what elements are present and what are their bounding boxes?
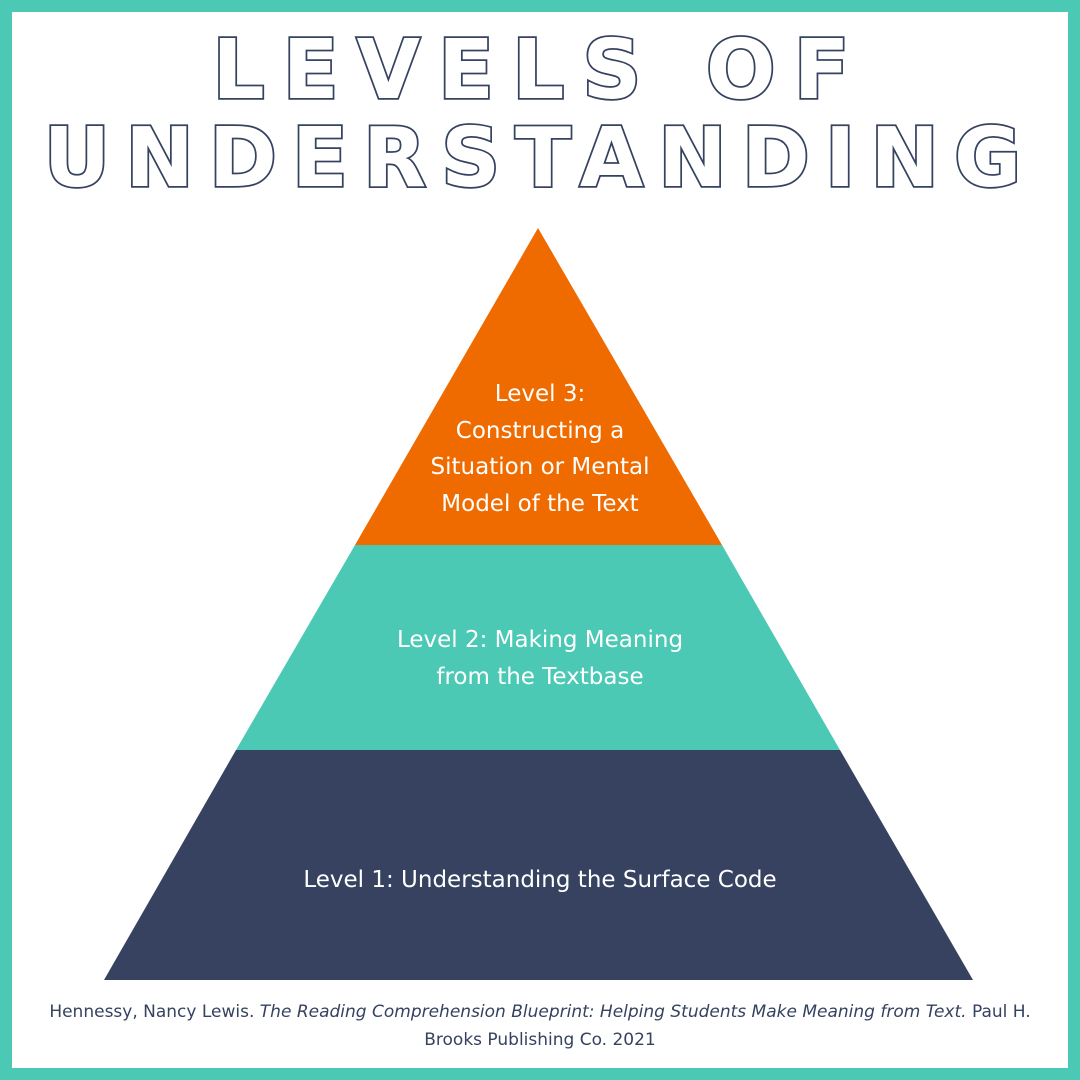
citation-book-title: The Reading Comprehension Blueprint: Hel… — [259, 1002, 967, 1022]
level-3-label: Level 3: Constructing a Situation or Men… — [430, 381, 650, 517]
pyramid-level-2 — [236, 545, 840, 750]
citation: Hennessy, Nancy Lewis. The Reading Compr… — [40, 998, 1040, 1054]
pyramid-diagram — [104, 228, 973, 980]
level-1-label: Level 1: Understanding the Surface Code — [303, 867, 777, 893]
pyramid-level-3 — [355, 228, 722, 545]
title-line-1: LEVELS OF — [212, 23, 867, 118]
pyramid-level-1 — [104, 750, 973, 980]
page-title: LEVELS OF UNDERSTANDING — [0, 0, 1080, 210]
citation-author: Hennessy, Nancy Lewis. — [49, 1002, 260, 1022]
title-line-2: UNDERSTANDING — [44, 111, 1037, 206]
citation-publisher: Paul H. Brooks Publishing Co. 2021 — [424, 1002, 1031, 1050]
level-2-label: Level 2: Making Meaning from the Textbas… — [396, 627, 684, 690]
